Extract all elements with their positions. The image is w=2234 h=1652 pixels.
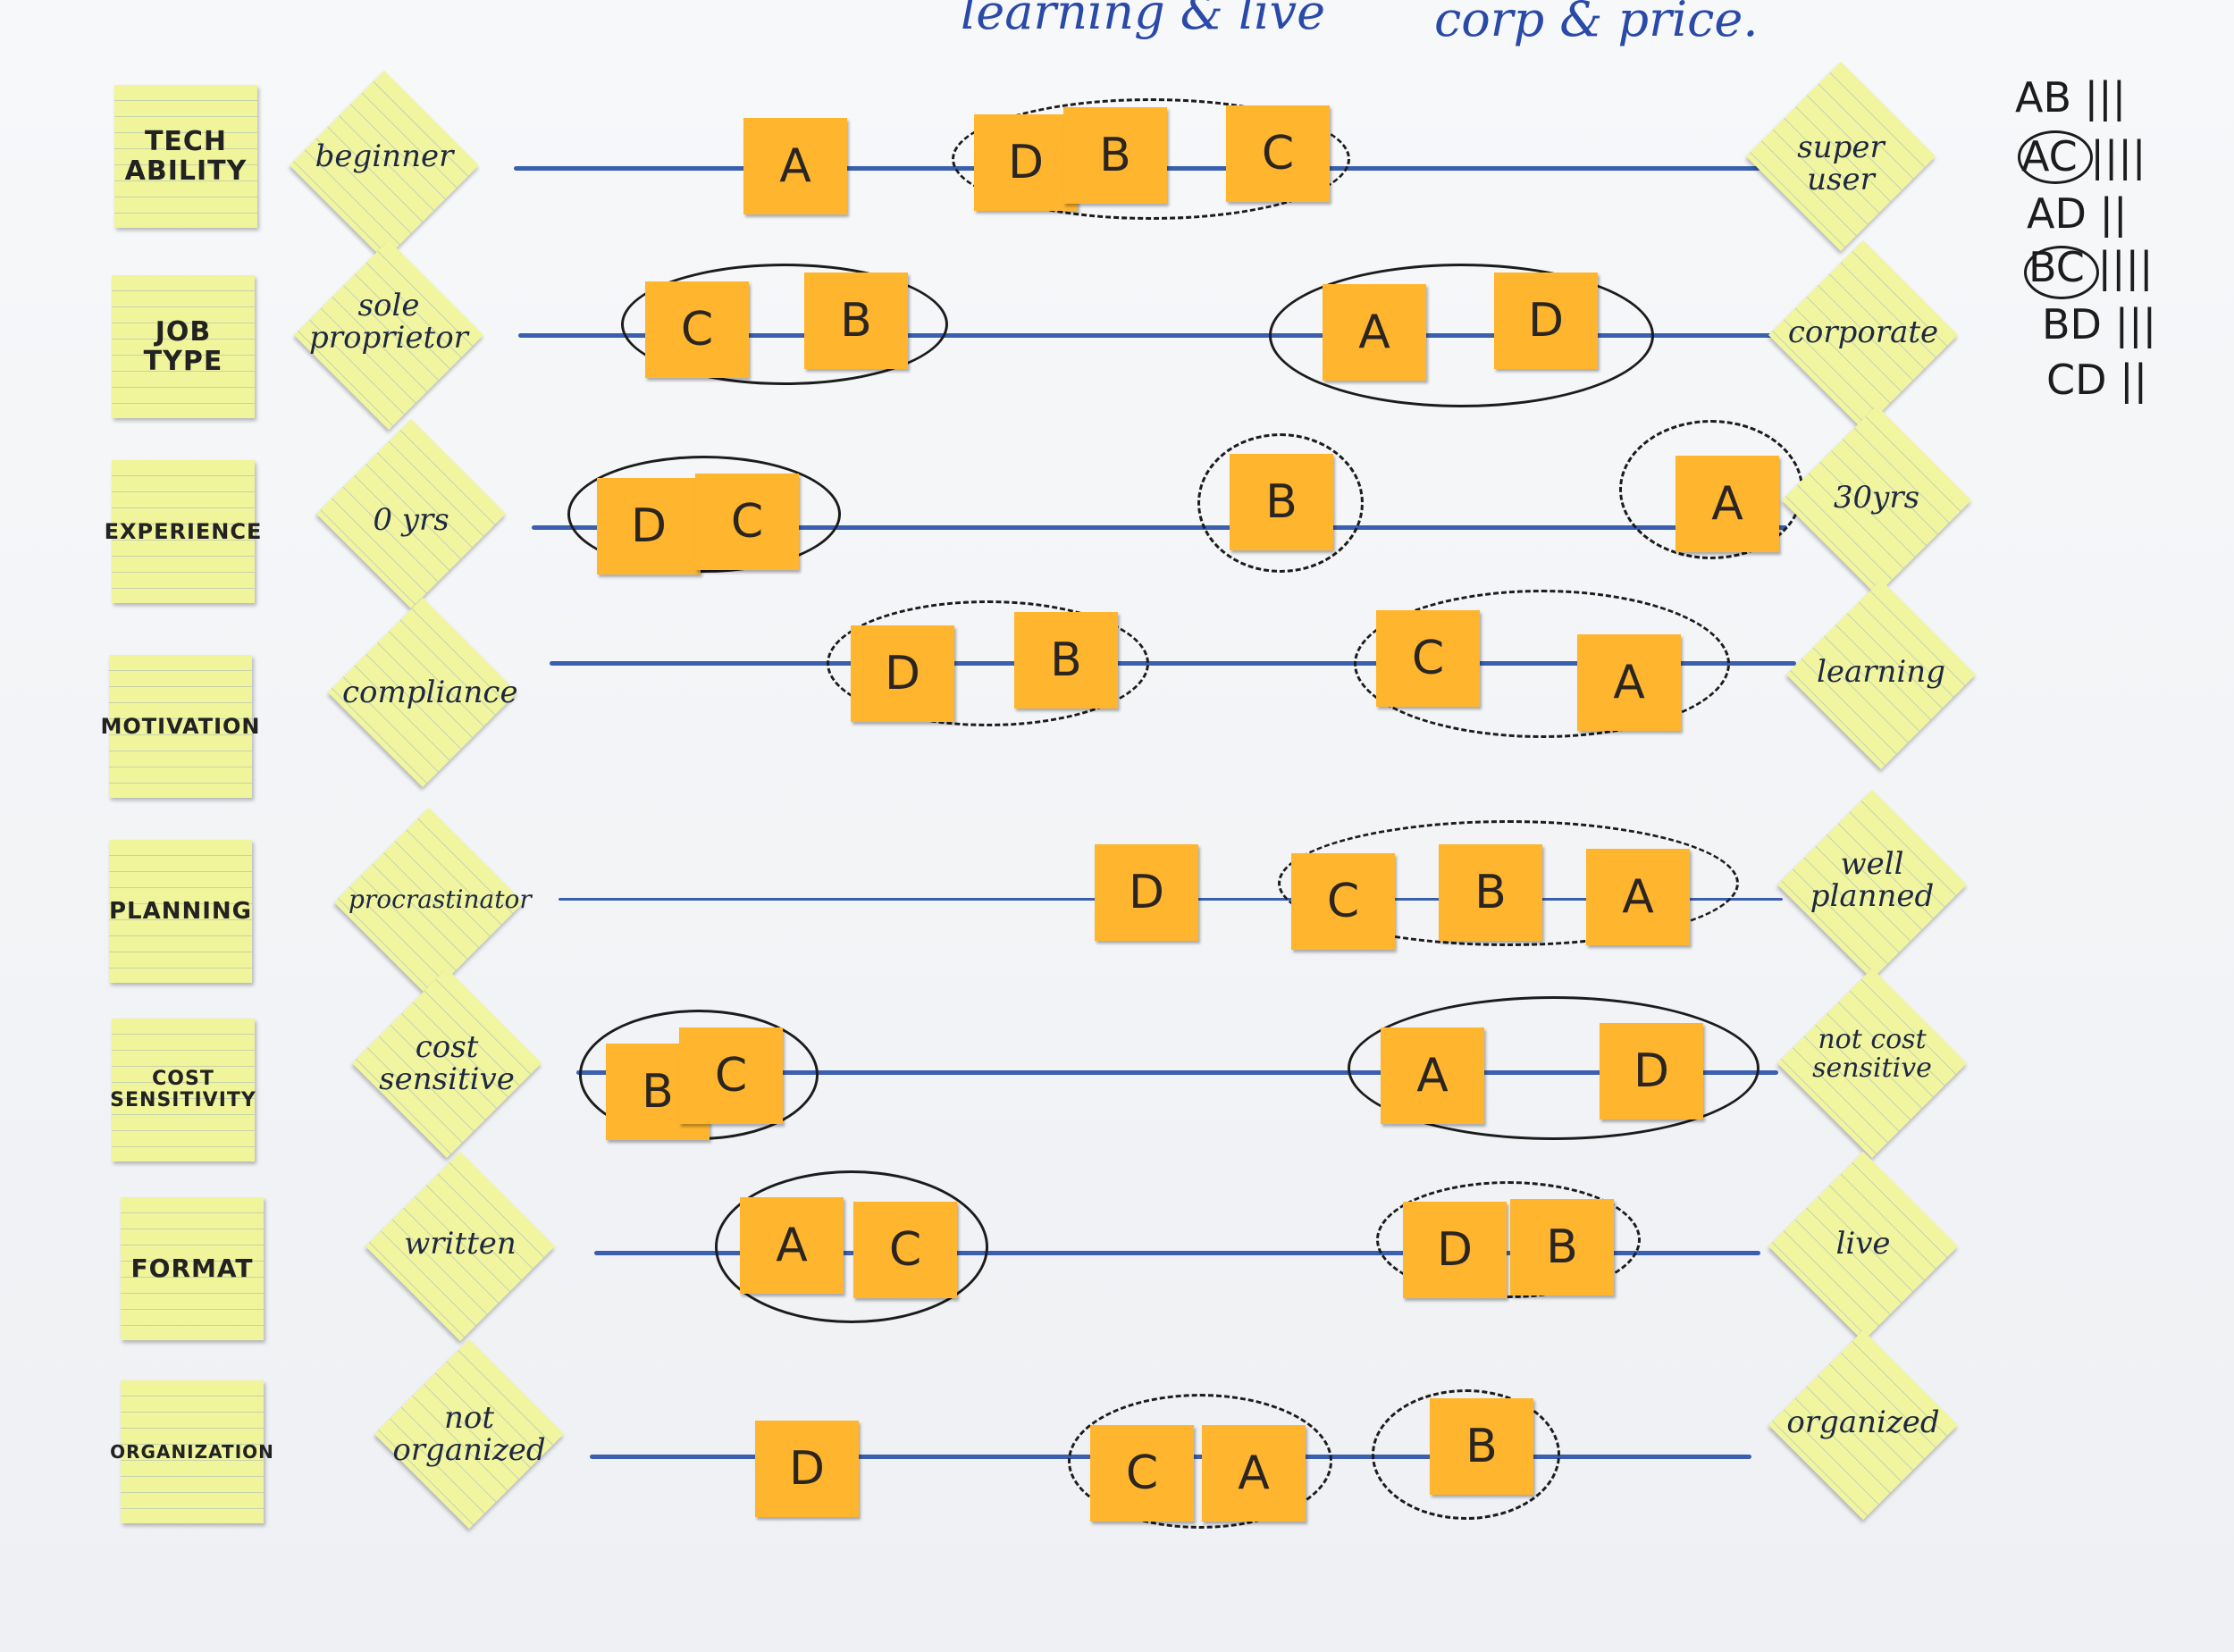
tally-ab: AB ||| (2015, 73, 2127, 122)
attribute-note-tech-ability: TECH ABILITY (114, 85, 257, 228)
left-label-procrastinator: procrastinator (349, 885, 532, 914)
left-label-cost-sensitive: cost sensitive (379, 1029, 515, 1097)
right-label-learning: learning (1817, 654, 1945, 690)
attribute-note-cost-sensitivity: COST SENSITIVITY (110, 1019, 256, 1161)
right-label-corporate: corporate (1787, 314, 1939, 350)
sticky-note-c: C (1291, 853, 1395, 950)
scale-line (594, 1251, 1760, 1255)
sticky-note-d: D (597, 478, 701, 574)
attribute-note-job-type: JOB TYPE (112, 275, 255, 418)
right-label-30yrs: 30yrs (1833, 480, 1920, 516)
sticky-note-d: D (974, 114, 1078, 211)
sticky-note-d: D (1494, 273, 1598, 369)
attribute-note-planning: PLANNING (109, 840, 252, 983)
tally-cd: CD || (2046, 356, 2148, 404)
sticky-note-d: D (851, 625, 954, 722)
scale-line (518, 333, 1778, 338)
sticky-note-b: B (1230, 454, 1333, 550)
left-label-sole-proprietor: sole proprietor (309, 288, 468, 356)
top-note-learning-live: learning & live (961, 0, 1326, 40)
attribute-note-format: FORMAT (121, 1197, 264, 1340)
tally-bc-circle (2024, 246, 2099, 299)
sticky-note-c: C (853, 1202, 957, 1298)
sticky-note-a: A (740, 1197, 844, 1294)
sticky-note-d: D (1095, 844, 1198, 941)
right-label-live: live (1835, 1226, 1891, 1262)
sticky-note-c: C (1226, 105, 1330, 202)
sticky-note-a: A (1586, 849, 1690, 945)
attribute-note-organization: ORGANIZATION (110, 1380, 273, 1523)
tally-bd: BD ||| (2042, 300, 2157, 348)
attribute-note-experience: EXPERIENCE (105, 460, 261, 603)
sticky-note-b: B (804, 273, 908, 369)
right-label-well-planned: well planned (1810, 846, 1935, 914)
left-label-written: written (404, 1226, 517, 1262)
sticky-note-b: B (1439, 844, 1542, 941)
left-label-compliance: compliance (342, 675, 518, 710)
sticky-note-a: A (1676, 456, 1779, 552)
sticky-note-d: D (1600, 1023, 1703, 1120)
sticky-note-b: B (1014, 612, 1118, 709)
sticky-note-c: C (1090, 1425, 1194, 1522)
sticky-note-d: D (755, 1421, 859, 1517)
attribute-note-motivation: MOTIVATION (100, 655, 260, 798)
sticky-note-b: B (1510, 1199, 1614, 1296)
sticky-note-a: A (1323, 284, 1426, 381)
sticky-note-c: C (1376, 610, 1480, 707)
left-label-0-yrs: 0 yrs (373, 502, 449, 538)
sticky-note-b: B (1063, 107, 1167, 204)
left-label-not-organized: not organized (392, 1400, 546, 1468)
sticky-note-b: B (1430, 1398, 1533, 1495)
top-note-corp-price: corp & price. (1434, 0, 1759, 47)
sticky-note-c: C (645, 281, 749, 378)
sticky-note-a: A (1577, 634, 1681, 731)
scale-line (576, 1070, 1778, 1075)
right-label-not-cost-sensitive: not cost sensitive (1812, 1024, 1932, 1084)
sticky-note-c: C (695, 474, 799, 570)
left-label-beginner: beginner (315, 138, 454, 174)
sticky-note-a: A (1381, 1027, 1484, 1124)
scale-line (550, 661, 1796, 666)
sticky-note-d: D (1403, 1202, 1507, 1298)
tally-ac-circle (2018, 130, 2093, 184)
tally-ad: AD || (2027, 189, 2128, 238)
scale-line (532, 525, 1787, 530)
sticky-note-a: A (1202, 1425, 1306, 1522)
sticky-note-a: A (743, 118, 847, 214)
right-label-organized: organized (1786, 1405, 1940, 1440)
sticky-note-c: C (679, 1027, 783, 1124)
right-label-super-user: super user (1797, 130, 1885, 197)
